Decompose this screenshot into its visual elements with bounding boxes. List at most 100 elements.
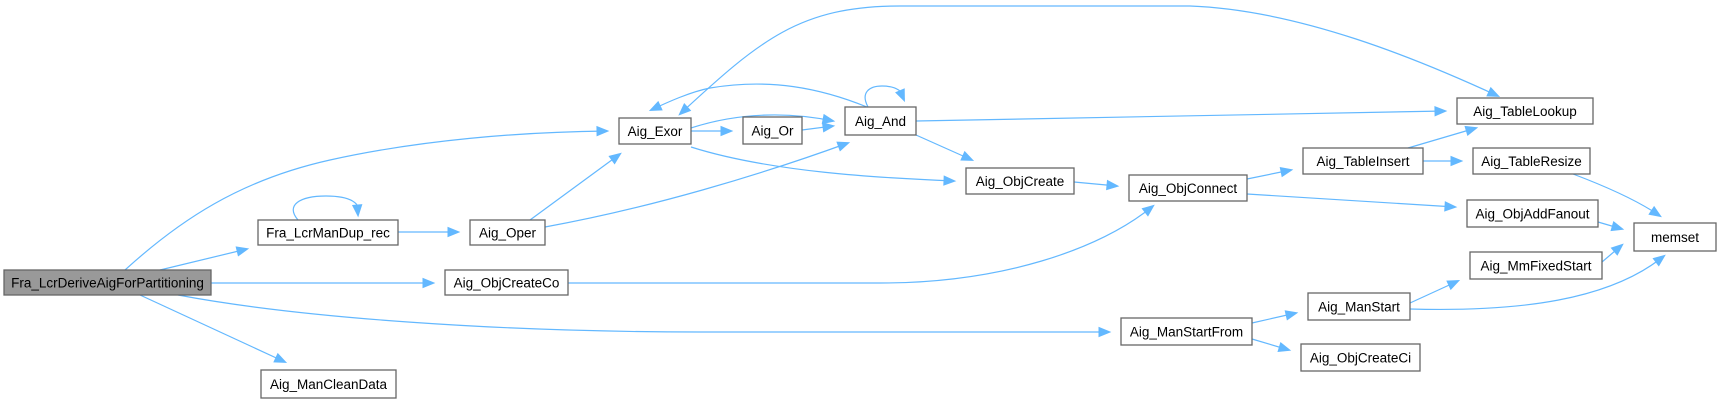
arrowhead-icon [447, 226, 461, 238]
edge-aig_tableinsert-to-aig_tablelookup [1407, 125, 1479, 149]
node-label: Aig_TableInsert [1316, 154, 1409, 169]
edge-aig_and-to-aig_tablelookup [915, 105, 1448, 122]
edge-aig_and-to-aig_exor [648, 83, 868, 111]
arrowhead-icon [1464, 125, 1479, 136]
node-box[interactable] [1120, 317, 1253, 346]
node-label: Aig_ObjCreateCo [454, 276, 560, 291]
node-box[interactable] [742, 116, 803, 145]
node-label: Aig_ManStart [1318, 300, 1400, 315]
node-label: Aig_ObjAddFanout [1475, 207, 1589, 222]
node-label: Aig_TableLookup [1473, 104, 1577, 119]
arrowhead-icon [1284, 310, 1299, 321]
edge-line [544, 142, 849, 228]
node-memset[interactable]: memset [1633, 222, 1717, 252]
edge-aig_mmfixedstart-to-memset [1601, 243, 1624, 263]
node-box[interactable] [1307, 292, 1411, 321]
node-box[interactable] [3, 269, 212, 296]
node-aig-tableresize[interactable]: Aig_TableResize [1472, 147, 1591, 175]
edge-line [124, 130, 608, 271]
arrowhead-icon [1106, 179, 1120, 191]
node-label: Aig_Oper [479, 226, 537, 241]
node-label: Aig_MmFixedStart [1480, 259, 1591, 274]
edge-line [139, 294, 286, 363]
node-fra-lcrmandup-rec[interactable]: Fra_LcrManDup_rec [257, 219, 399, 246]
node-label: Aig_ObjCreateCi [1310, 351, 1411, 366]
node-aig-and[interactable]: Aig_And [844, 106, 917, 136]
node-aig-manstartfrom[interactable]: Aig_ManStartFrom [1120, 317, 1253, 346]
arrowhead-icon [836, 141, 851, 152]
node-box[interactable] [260, 369, 397, 399]
node-box[interactable] [1302, 147, 1424, 175]
arrowhead-icon [1279, 166, 1294, 178]
node-box[interactable] [257, 219, 399, 246]
node-aig-exor[interactable]: Aig_Exor [618, 117, 692, 145]
edge-line [915, 110, 1446, 122]
node-box[interactable] [469, 219, 546, 246]
edge-aig_and-to-aig_objcreate [915, 134, 975, 161]
arrowhead-icon [351, 204, 363, 218]
node-box[interactable] [1300, 343, 1421, 372]
arrowhead-icon [678, 103, 692, 116]
arrowhead-icon [608, 152, 622, 165]
arrowhead-icon [895, 88, 905, 103]
arrowhead-icon [821, 113, 836, 125]
edge-aig_oper-to-aig_and [544, 141, 851, 228]
edge-fra_lcrmandup_rec-to-fra_lcrmandup_rec [292, 195, 363, 221]
edge-aig_and-to-aig_and [864, 85, 905, 108]
edge-aig_objconnect-to-aig_tableinsert [1246, 166, 1294, 180]
node-aig-tablelookup[interactable]: Aig_TableLookup [1456, 97, 1594, 125]
edge-line [1409, 255, 1665, 311]
node-fra-lcrderiveaigforpartitioning[interactable]: Fra_LcrDeriveAigForPartitioning [3, 269, 212, 296]
node-box[interactable] [844, 106, 917, 136]
node-label: memset [1651, 230, 1699, 245]
node-box[interactable] [618, 117, 692, 145]
node-box[interactable] [1456, 97, 1594, 125]
edge-line [159, 248, 248, 271]
node-label: Aig_And [855, 114, 906, 129]
edge-aig_oper-to-aig_exor [529, 152, 622, 221]
arrowhead-icon [1652, 254, 1666, 267]
edge-fra_lcrderiveaigforpartitioning-to-fra_lcrmandup_rec [159, 246, 250, 271]
edge-aig_manstartfrom-to-aig_manstart [1251, 310, 1299, 324]
node-box[interactable] [1128, 174, 1248, 202]
node-box[interactable] [1633, 222, 1717, 252]
node-aig-mancleandata[interactable]: Aig_ManCleanData [260, 369, 397, 399]
edge-aig_manstartfrom-to-aig_objcreateci [1251, 338, 1292, 353]
node-aig-objcreate[interactable]: Aig_ObjCreate [965, 167, 1075, 195]
node-aig-mmfixedstart[interactable]: Aig_MmFixedStart [1469, 251, 1603, 280]
node-aig-objcreateco[interactable]: Aig_ObjCreateCo [444, 269, 569, 296]
node-box[interactable] [965, 167, 1075, 195]
nodes-layer: Fra_LcrDeriveAigForPartitioning Fra_LcrMa… [3, 97, 1717, 399]
edge-line [690, 146, 955, 182]
node-aig-oper[interactable]: Aig_Oper [469, 219, 546, 246]
edge-fra_lcrderiveaigforpartitioning-to-aig_manstartfrom [177, 294, 1112, 338]
arrowhead-icon [1446, 280, 1461, 291]
arrowhead-icon [1450, 155, 1464, 167]
node-box[interactable] [1469, 251, 1603, 280]
arrowhead-icon [1444, 201, 1458, 212]
edge-aig_objaddfanout-to-memset [1597, 221, 1625, 232]
arrowhead-icon [1277, 341, 1292, 353]
node-aig-objconnect[interactable]: Aig_ObjConnect [1128, 174, 1248, 202]
node-box[interactable] [444, 269, 569, 296]
node-box[interactable] [1472, 147, 1591, 175]
edge-line [1407, 127, 1477, 149]
node-label: Aig_ObjCreate [976, 174, 1065, 189]
arrowhead-icon [235, 246, 250, 257]
edge-line [568, 205, 1154, 284]
edge-line [679, 5, 1499, 115]
arrowhead-icon [1486, 86, 1501, 97]
edge-line [650, 83, 868, 111]
node-label: Aig_TableResize [1481, 154, 1582, 169]
node-box[interactable] [1466, 199, 1599, 228]
node-aig-or[interactable]: Aig_Or [742, 116, 803, 145]
node-aig-tableinsert[interactable]: Aig_TableInsert [1302, 147, 1424, 175]
node-aig-objcreateci[interactable]: Aig_ObjCreateCi [1300, 343, 1421, 372]
arrowhead-icon [596, 125, 610, 137]
edge-line [529, 153, 621, 221]
edge-aig_exor-to-aig_and [690, 113, 836, 129]
edges-layer [124, 5, 1666, 363]
node-aig-manstart[interactable]: Aig_ManStart [1307, 292, 1411, 321]
node-aig-objaddfanout[interactable]: Aig_ObjAddFanout [1466, 199, 1599, 228]
arrowhead-icon [943, 175, 957, 186]
